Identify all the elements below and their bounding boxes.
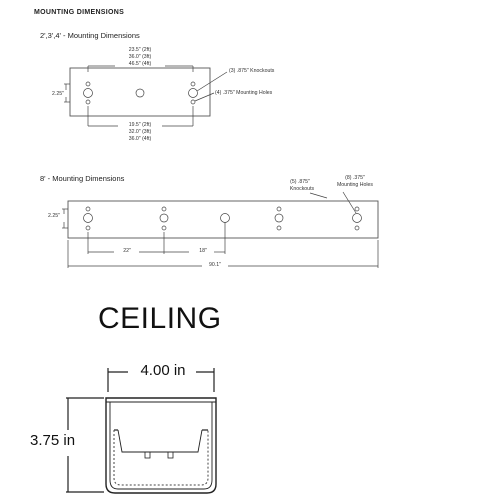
bottom-dim-4ft: 36.0" (4ft) [128, 136, 152, 142]
small-bottom-dimension-line [87, 106, 194, 127]
knockouts-label: (3) .875" Knockouts [229, 68, 275, 74]
small-top-dimension-line [87, 65, 194, 72]
small-leader-lines [194, 71, 228, 102]
height-dim-large: 2.25" [48, 213, 60, 219]
large-total-dimension [67, 240, 379, 268]
profile-height: 3.75 in [30, 432, 76, 449]
screw-left [144, 451, 151, 459]
large-fixture-plate [67, 200, 379, 239]
small-right-holes [188, 81, 198, 105]
large-leader-lines [309, 191, 357, 214]
large-center-knockout [220, 213, 230, 223]
dim-22: 22" [123, 248, 131, 254]
height-dim-small: 2.25" [52, 91, 64, 97]
ceiling-title: CEILING [98, 302, 222, 335]
dim-total: 90.1" [209, 262, 221, 268]
housing-outer [105, 397, 217, 494]
screw-right [167, 451, 174, 459]
housing-inner [109, 402, 213, 490]
small-fixture-title: 2',3',4' - Mounting Dimensions [40, 31, 140, 40]
lens-dashed-outline [113, 430, 209, 486]
ceiling-profile [66, 368, 217, 494]
large-spacing-dimension [87, 222, 226, 254]
top-dim-2ft: 23.5" (2ft) [128, 47, 152, 53]
bottom-dim-2ft: 19.5" (2ft) [128, 122, 152, 128]
large-hole-group-1 [83, 206, 93, 231]
large-hole-group-3 [274, 206, 284, 231]
small-left-holes [83, 81, 93, 105]
large-height-dimension [62, 208, 68, 229]
small-height-dimension [64, 83, 70, 103]
small-fixture-plate [69, 67, 211, 117]
large-hole-group-2 [159, 206, 169, 231]
dim-18: 18" [199, 248, 207, 254]
section-header: MOUNTING DIMENSIONS [34, 9, 125, 16]
large-hole-group-4 [352, 206, 362, 231]
profile-width: 4.00 in [140, 362, 186, 379]
knockouts-label-8ft-2: Knockouts [289, 186, 315, 192]
top-dim-3ft: 36.0" (3ft) [128, 54, 152, 60]
holes-label-8ft-2: Mounting Holes [336, 182, 374, 188]
top-dim-4ft: 46.5" (4ft) [128, 61, 152, 67]
bottom-dim-3ft: 32.0" (3ft) [128, 129, 152, 135]
gear-tray [117, 429, 203, 453]
small-center-knockout [135, 88, 145, 98]
large-fixture-title: 8' - Mounting Dimensions [40, 174, 125, 183]
mounting-holes-label: (4) .375" Mounting Holes [215, 90, 273, 96]
holes-label-8ft-1: (8) .375" [345, 175, 365, 181]
knockouts-label-8ft-1: (5) .875" [290, 179, 310, 185]
